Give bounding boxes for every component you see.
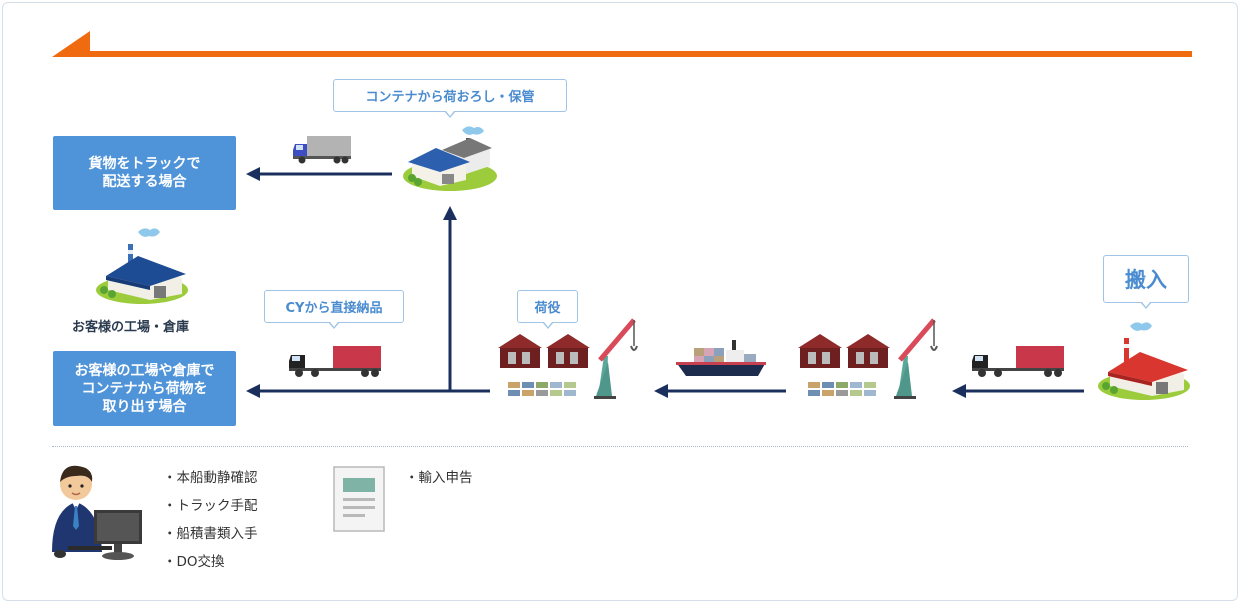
document-icon: [333, 466, 385, 532]
section-divider: [52, 446, 1188, 447]
container-truck-icon-2: [972, 346, 1064, 377]
task-item: ・DO交換: [163, 554, 225, 570]
factory-icon: [1098, 322, 1190, 400]
factory-unload-box: お客様の工場や倉庫で コンテナから荷物を 取り出す場合: [53, 351, 236, 426]
callout-cy-direct: CYから直接納品: [264, 290, 404, 329]
task-item: ・トラック手配: [163, 498, 258, 514]
callout-carry-in: 搬入: [1103, 255, 1189, 309]
factory-unload-line-3: 取り出す場合: [102, 398, 187, 415]
port-crane-icon: [498, 318, 638, 399]
factory-unload-line-2: コンテナから荷物を: [81, 380, 208, 397]
businessman-computer-icon: [52, 465, 142, 560]
orange-flow-arrow-icon: [52, 31, 1192, 57]
task-list-document: ・輸入申告: [405, 464, 473, 492]
callout-unload-storage: コンテナから荷おろし・保管: [333, 79, 567, 118]
truck-icon: [293, 136, 351, 164]
task-item: ・船積書類入手: [163, 526, 258, 542]
truck-delivery-line-1: 貨物をトラックで: [88, 156, 201, 172]
task-list-broker: ・本船動静確認 ・トラック手配 ・船積書類入手 ・DO交換: [163, 464, 258, 576]
callout-cargo-handling: 荷役: [517, 290, 578, 329]
factory-unload-line-1: お客様の工場や倉庫で: [74, 362, 215, 379]
task-item: ・本船動静確認: [163, 470, 258, 486]
truck-delivery-line-2: 配送する場合: [102, 174, 187, 190]
truck-delivery-box: 貨物をトラックで 配送する場合: [53, 136, 236, 210]
container-ship-icon: [676, 340, 766, 376]
port-crane-icon-2: [798, 318, 938, 399]
container-truck-icon: [289, 346, 381, 377]
customer-facility-label: お客様の工場・倉庫: [72, 320, 190, 335]
customer-factory-icon: [96, 228, 188, 304]
warehouse-icon: [403, 126, 497, 191]
task-item: ・輸入申告: [405, 470, 473, 486]
